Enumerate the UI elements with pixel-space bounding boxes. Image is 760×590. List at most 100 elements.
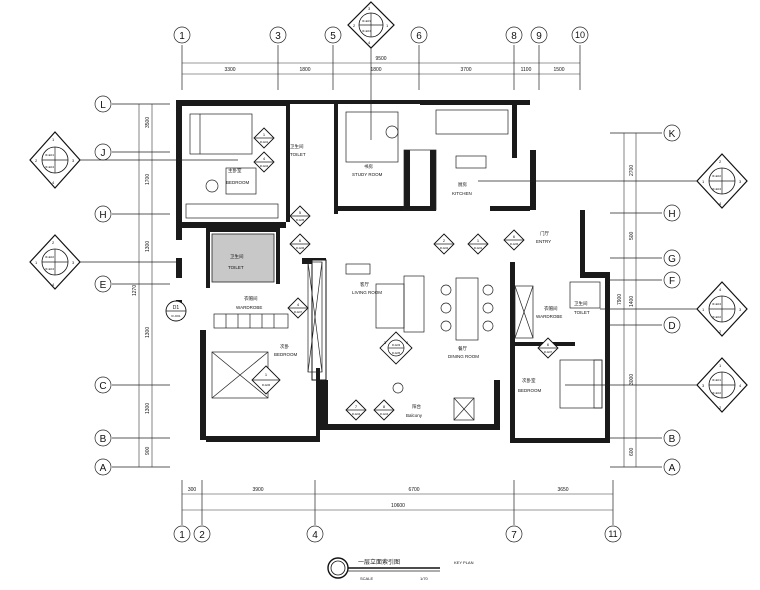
grid-bubble-top-5 xyxy=(324,26,342,44)
dimension-text: 1100 xyxy=(521,67,532,73)
tag-num: 6 xyxy=(513,234,516,239)
dimension-text: 600 xyxy=(629,447,635,456)
elev-num: 1 xyxy=(52,137,55,142)
elev-ref: IF-E02 xyxy=(712,391,721,395)
tag-num: 1 xyxy=(477,238,480,243)
grid-bubble-right-D xyxy=(663,316,681,334)
room-labels: 主卧室 BEDROOM 书房 STUDY ROOM 厨房 KITCHEN 门厅 … xyxy=(226,143,590,418)
tag-corridor-1: 5 IF-E05 xyxy=(289,205,311,227)
grid-label: L xyxy=(100,100,106,111)
grid-bubble-top-8 xyxy=(505,26,523,44)
room-label-en: BEDROOM xyxy=(226,180,250,185)
elev-num: 2 xyxy=(719,329,722,334)
room-label-en: BEDROOM xyxy=(518,388,542,393)
grid-label: 1 xyxy=(179,530,185,541)
elev-ref: IF-E03 xyxy=(362,19,371,23)
elev-ref: IF-E04 xyxy=(45,267,54,271)
grid-label: C xyxy=(99,381,106,392)
furniture xyxy=(185,109,603,421)
room-label-cn: 次卧室 xyxy=(522,377,536,384)
tag-num: D1 xyxy=(173,305,180,311)
elev-num: 4 xyxy=(52,282,55,287)
tag-wardrobe: 4 IF-E07 xyxy=(287,297,309,319)
toilet-room-fill xyxy=(211,233,275,283)
tag-ref: IF-E07 xyxy=(544,350,553,354)
kitchen-shaft xyxy=(403,149,437,211)
tag-num: 8 xyxy=(383,404,386,409)
right-total-dimension: 7900 xyxy=(617,294,623,305)
tag-num: 1 xyxy=(265,372,268,377)
balcony-box xyxy=(453,397,475,421)
room-label-cn: 卫生间 xyxy=(290,143,304,150)
tag-num: 4 xyxy=(263,156,266,161)
tag-ref: IF-E04 xyxy=(260,164,269,168)
grid-bubble-top-9 xyxy=(530,26,548,44)
grid-label: D xyxy=(668,321,675,332)
room-label-en: Balcony xyxy=(406,413,423,418)
elev-num: 2 xyxy=(52,240,55,245)
elev-ref: IF-E04 xyxy=(712,302,721,306)
dimension-text: 2700 xyxy=(629,165,635,176)
elev-num: 2 xyxy=(719,159,722,164)
elev-ref: IF-E01 xyxy=(45,153,54,157)
interior-elevation-tags: 1 IF-E01 4 IF-E04 5 IF-E05 6 IF-E06 2 IF… xyxy=(165,127,559,421)
grid-label: F xyxy=(669,276,675,287)
grid-bubble-bottom-4 xyxy=(306,525,324,543)
grid-bubble-right-B xyxy=(663,429,681,447)
grid-label: 2 xyxy=(199,530,205,541)
room-label-cn: 客厅 xyxy=(360,281,369,288)
bedroom3-bed xyxy=(559,359,603,409)
grid-bubble-left-E xyxy=(94,275,112,293)
dimension-text: 1300 xyxy=(145,241,151,252)
top-grid-axes: 1 3 5 6 8 9 10 9500 3300 1800 1800 3700 … xyxy=(173,26,589,90)
tag-ref: IF-E01 xyxy=(474,246,483,250)
grid-bubble-bottom-11 xyxy=(604,525,622,543)
tag-balcony-7: 7 IF-E04 xyxy=(345,399,367,421)
elev-num: 3 xyxy=(739,307,742,312)
grid-bubble-left-C xyxy=(94,376,112,394)
living-sofa xyxy=(403,275,425,333)
dimension-text: 3650 xyxy=(557,487,568,493)
elev-num: 2 xyxy=(353,23,356,28)
master-wardrobe xyxy=(185,203,279,219)
grid-bubble-right-A xyxy=(663,458,681,476)
dining-table xyxy=(455,277,479,341)
tag-living-2: 2 IF-E02 xyxy=(433,233,455,255)
building-walls xyxy=(176,100,610,443)
room-label-cn: 卫生间 xyxy=(574,300,588,307)
dimension-text: 3900 xyxy=(252,487,263,493)
elev-ref: IF-E02 xyxy=(712,174,721,178)
dimension-text: 1400 xyxy=(629,296,635,307)
elev-num: 4 xyxy=(719,201,722,206)
grid-label: E xyxy=(100,280,107,291)
grid-label: 3 xyxy=(275,31,281,42)
room-label-en: WARDROBE xyxy=(536,314,562,319)
grid-bubble-bottom-2 xyxy=(193,525,211,543)
tag-corridor-2: 6 IF-E06 xyxy=(289,233,311,255)
elevation-index-right-2: 4 2 1 3 IF-E04 IF-E02 xyxy=(600,281,748,337)
tag-num: 1 xyxy=(263,132,266,137)
dimension-text: 1800 xyxy=(370,67,381,73)
grid-label: 11 xyxy=(608,529,617,539)
elev-num: 3 xyxy=(702,383,705,388)
elev-num: 3 xyxy=(739,179,742,184)
drawing-title: 一层立面索引图 xyxy=(358,558,400,566)
grid-label: 10 xyxy=(575,30,585,40)
room-label-en: LIVING ROOM xyxy=(352,290,382,295)
grid-label: B xyxy=(100,434,107,445)
room-label-cn: 厨房 xyxy=(458,181,467,188)
tag-d1: D1 IF-D01 xyxy=(165,300,187,322)
room-label-en: WARDROBE xyxy=(236,305,262,310)
tag-ref: IF-E02 xyxy=(440,246,449,250)
grid-label: A xyxy=(669,463,676,474)
elevation-index-right-1: 2 4 1 3 IF-E02 IF-E04 xyxy=(478,153,748,209)
grid-bubble-right-K xyxy=(663,124,681,142)
left-wardrobe xyxy=(213,313,289,329)
kitchen-island xyxy=(455,155,487,169)
scale-label: SCALE xyxy=(360,576,373,581)
grid-label: K xyxy=(669,129,676,140)
elev-num: 4 xyxy=(52,180,55,185)
dimension-text: 1300 xyxy=(145,327,151,338)
tag-bedroom-mid: 4 IF-E04 xyxy=(253,151,275,173)
scale-value: 1/70 xyxy=(420,576,429,581)
